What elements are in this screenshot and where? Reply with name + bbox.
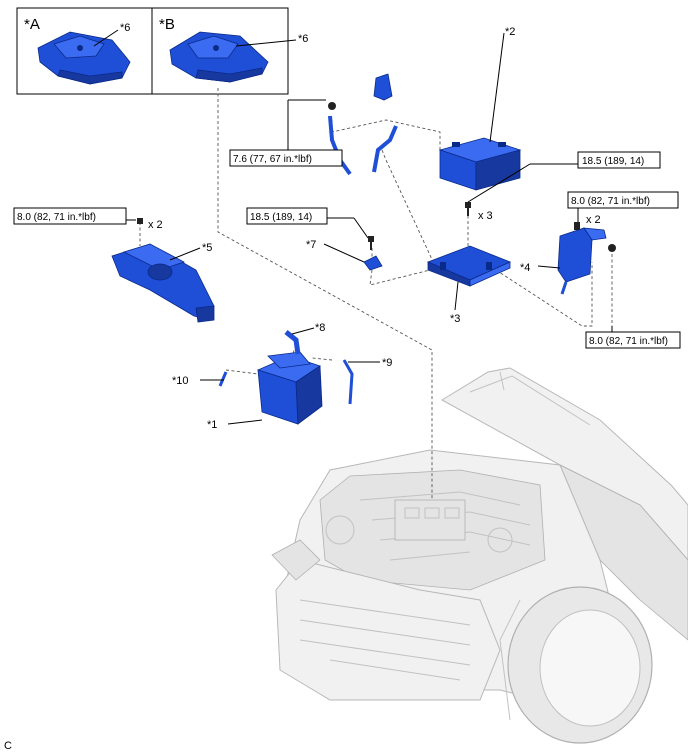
breather-hose-icon (218, 371, 228, 387)
part-6a-label: *6 (120, 22, 130, 34)
torque-value-inlet: 8.0 (82, 71 in.*lbf) (17, 212, 96, 223)
engine-cover-b-icon (169, 31, 269, 83)
tray-bolt-quantity: x 3 (478, 210, 493, 222)
ecu-bolt-quantity: x 2 (586, 214, 601, 226)
torque-value-clamp: 18.5 (189, 14) (250, 212, 312, 223)
part-1-label: *1 (207, 419, 217, 431)
torque-callout-ecu-top: 8.0 (82, 71 in.*lbf) (567, 191, 679, 209)
hose-icon (284, 330, 301, 355)
torque-value-ecu-bottom: 8.0 (82, 71 in.*lbf) (589, 336, 668, 347)
inset-b-label: *B (159, 16, 175, 33)
figure-code: C (4, 740, 12, 752)
vent-hose-icon (342, 359, 354, 405)
torque-callout-cable: 7.6 (77, 67 in.*lbf) (229, 149, 343, 167)
part-9-label: *9 (382, 357, 392, 369)
air-cleaner-icon (256, 351, 323, 425)
torque-value-cable: 7.6 (77, 67 in.*lbf) (233, 154, 312, 165)
torque-callout-ecu-bottom: 8.0 (82, 71 in.*lbf) (585, 331, 681, 349)
battery-hold-down-clamp-icon (373, 73, 393, 101)
torque-callout-tray: 18.5 (189, 14) (577, 151, 661, 169)
part-2-label: *2 (505, 26, 515, 38)
inset-panel: *A *B *6 *6 (16, 7, 308, 95)
part-3-label: *3 (450, 313, 460, 325)
engine-cover-a-icon (37, 31, 131, 85)
battery-clamp-icon (363, 236, 383, 271)
inset-a-label: *A (24, 16, 40, 33)
torque-value-ecu-top: 8.0 (82, 71 in.*lbf) (571, 196, 650, 207)
inlet-bolt-quantity: x 2 (148, 219, 163, 231)
part-7-label: *7 (306, 239, 316, 251)
part-8-label: *8 (315, 322, 325, 334)
vehicle-front-illustration (271, 367, 688, 744)
torque-value-tray: 18.5 (189, 14) (582, 156, 644, 167)
battery-icon (438, 137, 522, 191)
torque-callout-clamp: 18.5 (189, 14) (246, 207, 328, 225)
part-4-label: *4 (520, 262, 530, 274)
part-5-label: *5 (202, 242, 212, 254)
battery-tray-icon (426, 245, 512, 287)
ecu-icon (557, 222, 607, 295)
torque-callout-inlet: 8.0 (82, 71 in.*lbf) (13, 207, 127, 225)
part-6b-label: *6 (298, 33, 308, 45)
bolt-icon (465, 202, 471, 216)
air-inlet-duct-icon (111, 218, 215, 323)
part-10-label: *10 (172, 375, 189, 387)
